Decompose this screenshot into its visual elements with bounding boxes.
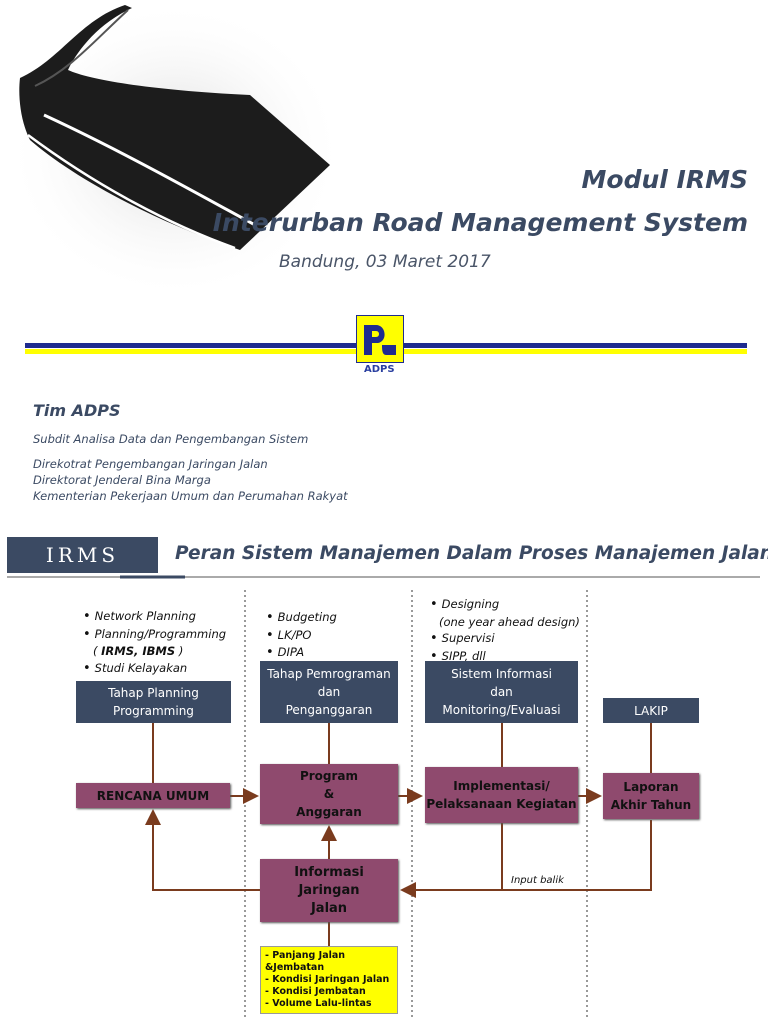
road-illustration	[5, 0, 340, 300]
bullet-item: •Designing	[430, 597, 500, 612]
author: Tim ADPS	[33, 401, 121, 420]
note-item: - Kondisi Jaringan Jalan	[265, 974, 390, 985]
note-item: - Kondisi Jembatan	[265, 986, 366, 997]
bullet-item: •LK/PO	[266, 627, 312, 643]
box-program-anggaran: Program&Anggaran	[260, 764, 398, 824]
bullet-item: •Planning/Programming	[83, 626, 227, 642]
bullet-sub: (one year ahead design)	[439, 614, 580, 629]
col3-bullets: •Designing (one year ahead design) •Supe…	[430, 596, 580, 665]
input-balik-label: Input balik	[511, 875, 564, 886]
logo-label: ADPS	[364, 364, 395, 375]
pu-logo-icon	[356, 315, 404, 363]
irms-tab: IRMS	[7, 537, 158, 573]
bullet-item: •Network Planning	[83, 609, 196, 624]
affiliation-line: Direkotrat Pengembangan Jaringan Jalan	[33, 457, 268, 471]
bullet-item: •DIPA	[266, 645, 305, 660]
slide1-title-line1: Modul IRMS	[581, 165, 748, 194]
bullet-item: •Studi Kelayakan	[83, 660, 188, 676]
box-lakip: LAKIP	[603, 698, 699, 723]
bullet-item: •SIPP, dll	[430, 648, 486, 664]
note-item: - Volume Lalu-lintas	[265, 998, 372, 1009]
bullet-item: •Budgeting	[266, 610, 337, 625]
data-note-box: - Panjang Jalan &Jembatan - Kondisi Jari…	[260, 946, 398, 1014]
slide1-date: Bandung, 03 Maret 2017	[279, 252, 491, 272]
affiliation-line: Subdit Analisa Data dan Pengembangan Sis…	[33, 432, 309, 446]
bullet-item: •Supervisi	[430, 631, 495, 646]
affiliation-line: Direktorat Jenderal Bina Marga	[33, 473, 211, 487]
affiliation-line: Kementerian Pekerjaan Umum dan Perumahan…	[33, 489, 348, 503]
col2-bullets: •Budgeting •LK/PO •DIPA	[266, 609, 337, 662]
box-rencana-umum: RENCANA UMUM	[76, 783, 230, 808]
bullet-sub: ( IRMS, IBMS )	[93, 644, 184, 658]
box-implementasi: Implementasi/Pelaksanaan Kegiatan	[425, 767, 578, 823]
note-item: - Panjang Jalan &Jembatan	[265, 950, 346, 973]
col1-bullets: •Network Planning •Planning/Programming …	[83, 608, 226, 677]
slide2-title: Peran Sistem Manajemen Dalam Proses Mana…	[175, 543, 768, 564]
slide1-title-line2: Interurban Road Management System	[212, 208, 748, 237]
